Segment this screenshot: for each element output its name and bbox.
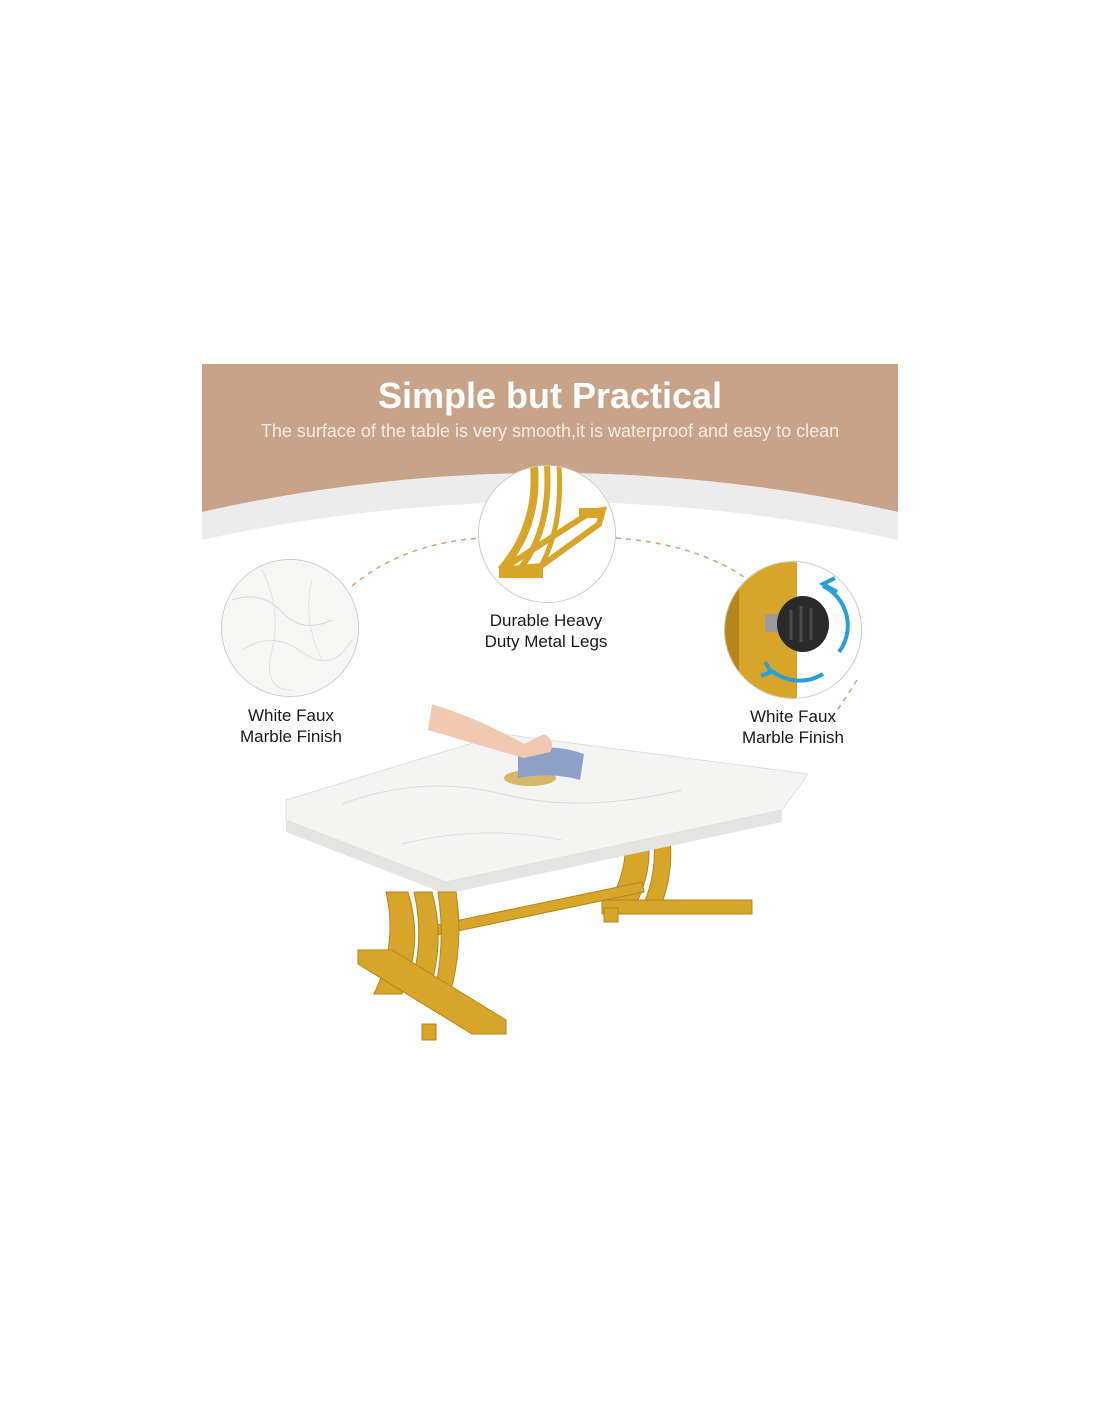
feature-caption-line2: Duty Metal Legs: [484, 632, 608, 651]
hand: [428, 704, 552, 758]
foot-pad-circle: [724, 561, 862, 699]
cloth: [518, 747, 584, 780]
feature-caption-line2: Marble Finish: [239, 727, 343, 746]
marble-texture-icon: [222, 560, 358, 696]
marble-circle: [221, 559, 359, 697]
marble-top-edge: [286, 810, 782, 894]
feature-caption-marble: White Faux Marble Finish: [202, 705, 381, 747]
feature-caption-line1: White Faux: [750, 707, 836, 726]
front-leg: [357, 891, 507, 1041]
adjustable-foot-pad-icon: [725, 562, 861, 698]
feature-caption-legs: Durable Heavy Duty Metal Legs: [456, 610, 636, 652]
feature-caption-line1: Durable Heavy: [489, 611, 603, 630]
metal-leg-icon: [479, 466, 615, 602]
dining-table-image: [285, 704, 809, 1041]
feature-caption-foot-pad: White Faux Marble Finish: [703, 706, 883, 748]
legs-circle: [478, 465, 616, 603]
page-subtitle: The surface of the table is very smooth,…: [260, 421, 840, 441]
dashed-connectors: [351, 537, 858, 721]
feature-caption-line1: White Faux: [248, 706, 334, 725]
page-title: Simple but Practical: [377, 375, 723, 416]
feature-caption-line2: Marble Finish: [741, 728, 845, 747]
feature-card: Simple but Practical The surface of the …: [202, 364, 898, 1084]
